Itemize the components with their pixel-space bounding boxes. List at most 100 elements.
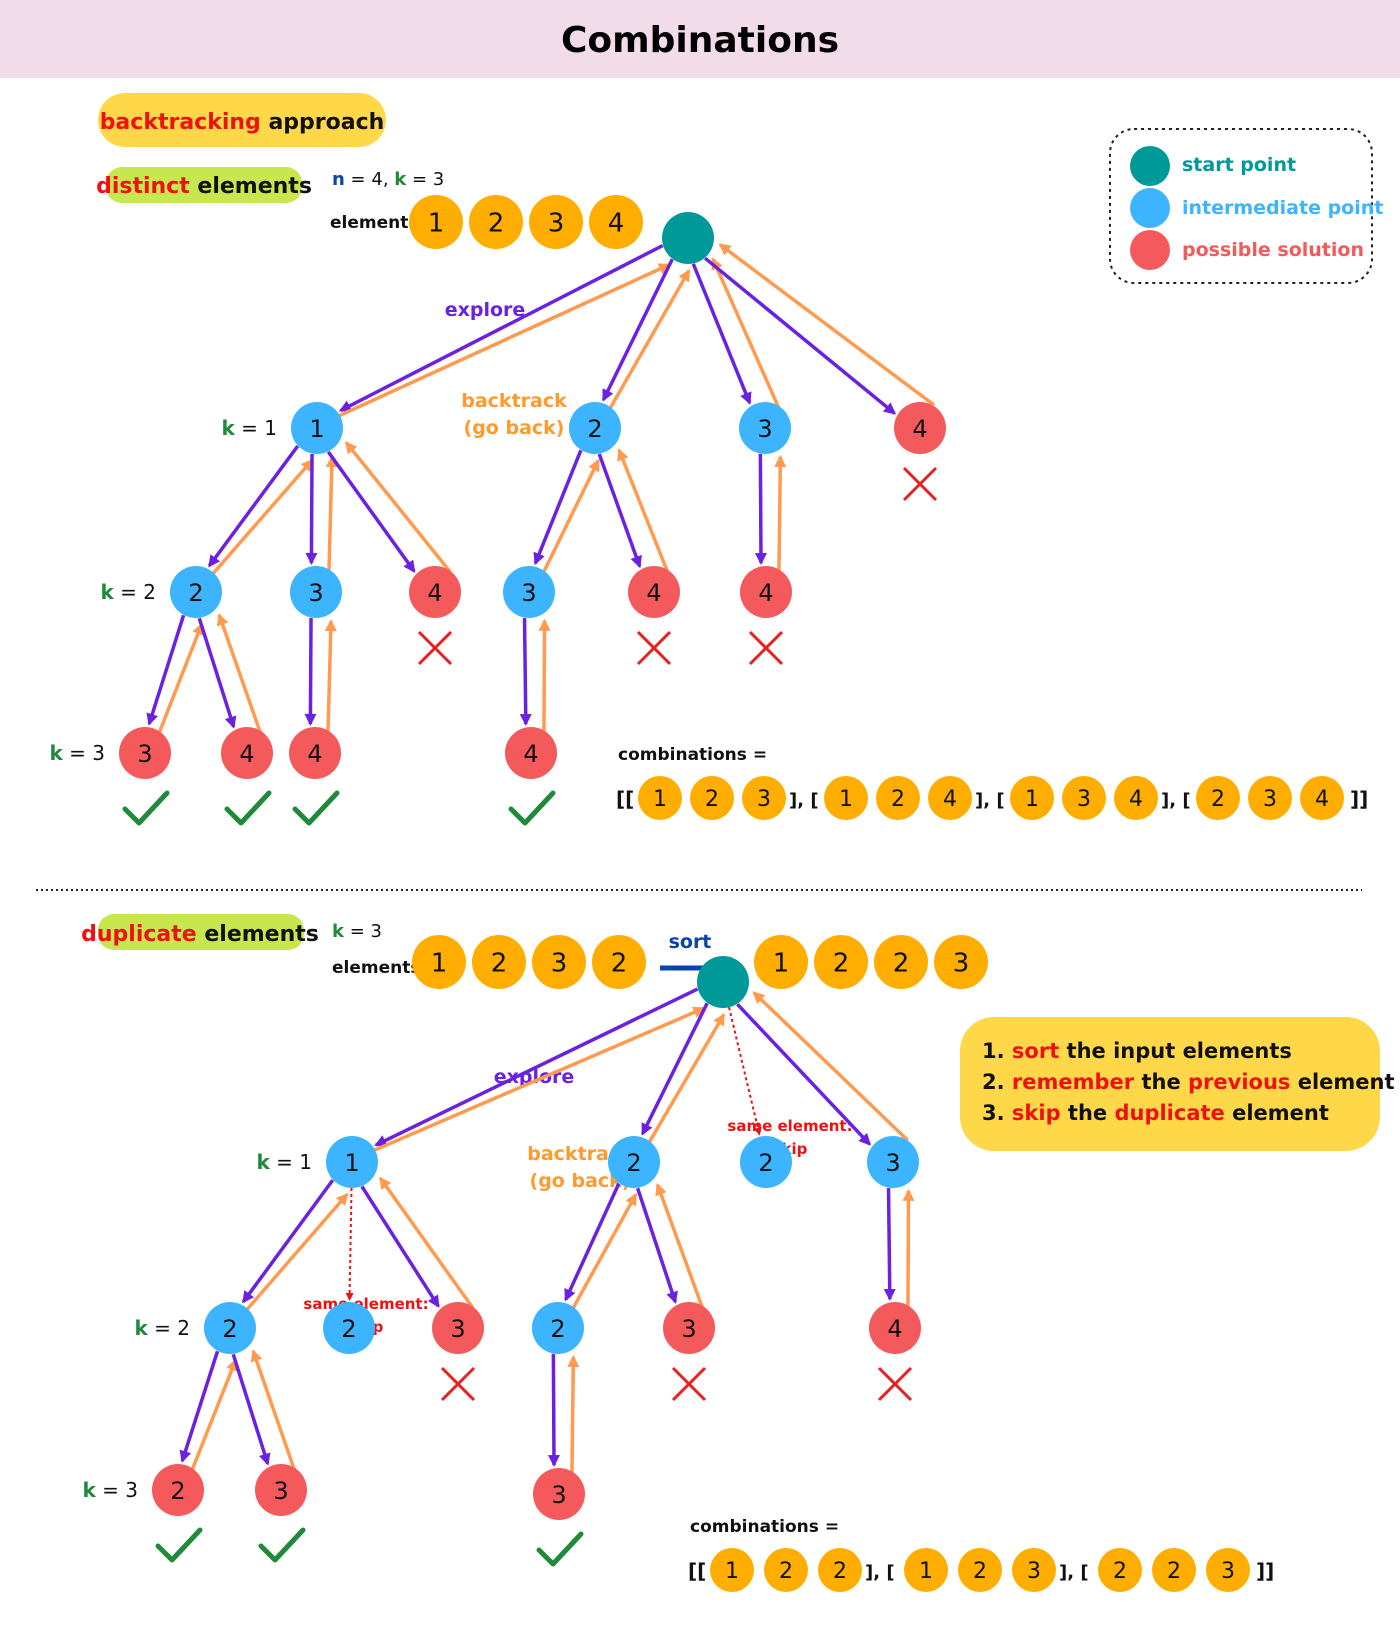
sorted-element-1-label: 1 [773, 948, 790, 978]
distinct-combo-1-1-label: 1 [653, 787, 667, 812]
duplicate-combo-1-2-label: 2 [779, 1559, 793, 1584]
distinct-element-2-label: 2 [488, 208, 505, 238]
duplicate-level-label-k3: k = 3 [82, 1478, 138, 1502]
distinct-explore-edge-n234 [519, 618, 532, 727]
distinct-cross-icon-n4 [902, 466, 938, 502]
distinct-explore-edge-n14 [326, 450, 416, 573]
duplicate-explore-edge-n2 [640, 1002, 709, 1136]
sorted-element-3-circle [874, 935, 928, 989]
duplicate-combo-2-1-label: 1 [919, 1559, 933, 1584]
distinct-backtrack-edge-n4 [718, 243, 936, 407]
distinct-node-n134: 4 [289, 727, 341, 826]
distinct-explore-edge-n34 [754, 454, 767, 566]
duplicate-elements-label: elements [332, 958, 420, 978]
distinct-element-4-circle [589, 195, 643, 249]
approach-title: backtracking approach [100, 110, 385, 135]
duplicate-combo-2-3: 3 [1012, 1548, 1056, 1592]
duplicate-combo-2-2-circle [958, 1548, 1002, 1592]
duplicate-combo-3-1-circle [1098, 1548, 1142, 1592]
duplicate-rest: elements [197, 922, 319, 947]
distinct-check-icon-n234 [508, 790, 556, 826]
distinct-node-n1-label: 1 [309, 415, 324, 443]
approach-pill [98, 93, 386, 147]
distinct-node-n123-label: 3 [137, 740, 152, 768]
duplicate-node-n1: 1 [326, 1136, 378, 1188]
duplicate-element-2-label: 2 [491, 948, 508, 978]
distinct-node-n2: 2 [569, 402, 621, 454]
distinct-combo-2-3-label: 4 [943, 787, 957, 812]
duplicate-combo-1-1-circle [710, 1548, 754, 1592]
duplicate-explore-edge-n223 [547, 1354, 560, 1468]
distinct-level-label-k3: k = 3 [49, 741, 105, 765]
distinct-combo-3-3-circle [1114, 776, 1158, 820]
duplicate-element-2: 2 [472, 935, 526, 989]
legend-intermediate-swatch [1130, 188, 1170, 228]
duplicate-explore-edge-n123 [231, 1353, 271, 1466]
distinct-node-n134-circle [289, 727, 341, 779]
duplicate-skip-edge-n2s [728, 1007, 762, 1136]
distinct-combo-2-1-label: 1 [839, 787, 853, 812]
distinct-element-1-label: 1 [428, 208, 445, 238]
legend-solution-swatch [1130, 230, 1170, 270]
duplicate-node-n1-label: 1 [344, 1149, 359, 1177]
distinct-combo-3-1: 1 [1010, 776, 1054, 820]
distinct-explore-edge-n3 [691, 263, 752, 405]
distinct-elements-label: elements [330, 213, 418, 233]
duplicate-node-n2s-circle [740, 1136, 792, 1188]
distinct-node-n234-label: 4 [523, 740, 538, 768]
distinct-combo-3-1-circle [1010, 776, 1054, 820]
legend-solution-label: possible solution [1182, 239, 1364, 261]
distinct-check-icon-n134 [292, 790, 340, 826]
duplicate-node-n2-circle [608, 1136, 660, 1188]
distinct-backtrack-edge-n12 [200, 458, 314, 588]
distinct-combo-2-1: 1 [824, 776, 868, 820]
distinct-level-labels: k = 1k = 2k = 3 [49, 416, 277, 765]
distinct-cross-icon-n34 [748, 630, 784, 666]
distinct-combo-1-1: 1 [638, 776, 682, 820]
distinct-combo-2-3-circle [928, 776, 972, 820]
distinct-backtrack-edge-n14 [344, 441, 452, 573]
distinct-combo-1-3-label: 3 [757, 787, 771, 812]
sorted-element-4-label: 3 [953, 948, 970, 978]
duplicate-node-n12-circle [204, 1302, 256, 1354]
duplicate-cross-icon-n23 [671, 1366, 707, 1402]
duplicate-node-n34: 4 [869, 1302, 921, 1402]
duplicate-combo-3-2: 2 [1152, 1548, 1196, 1592]
duplicate-node-n223: 3 [533, 1468, 585, 1567]
distinct-combo-4-3: 4 [1300, 776, 1344, 820]
duplicate-node-n22-circle [532, 1302, 584, 1354]
distinct-element-4-label: 4 [608, 208, 625, 238]
sorted-element-2-circle [814, 935, 868, 989]
distinct-combo-4-1-circle [1196, 776, 1240, 820]
distinct-node-n3-circle [739, 402, 791, 454]
distinct-node-n24-label: 4 [646, 579, 661, 607]
duplicate-explore-edge-n12 [241, 1179, 335, 1304]
duplicate-element-4-label: 2 [611, 948, 628, 978]
distinct-node-n24: 4 [628, 566, 680, 666]
distinct-separator-2: ], [ [975, 790, 1005, 811]
distinct-node-n14-circle [409, 566, 461, 618]
duplicate-backtrack-edge-n122 [186, 1358, 238, 1482]
distinct-node-n12: 2 [170, 566, 222, 618]
duplicate-node-r [697, 956, 749, 1008]
duplicate-explore-edge-n22 [564, 1182, 621, 1302]
distinct-keyword: distinct [96, 174, 190, 199]
distinct-cross-icon-n14 [417, 630, 453, 666]
distinct-combo-3-1-label: 1 [1025, 787, 1039, 812]
header-band [0, 0, 1400, 78]
duplicate-close-bracket: ]] [1256, 1559, 1274, 1583]
dup-k-symbol: k [332, 921, 345, 942]
n-value: 4 [371, 169, 382, 190]
duplicate-backtrack-edge-n3 [752, 991, 909, 1142]
duplicate-combo-1-2: 2 [764, 1548, 808, 1592]
distinct-combo-2-3: 4 [928, 776, 972, 820]
distinct-node-r-circle [662, 212, 714, 264]
distinct-node-n34-circle [740, 566, 792, 618]
distinct-combo-3-2-label: 3 [1077, 787, 1091, 812]
duplicate-node-n13-circle [432, 1302, 484, 1354]
duplicate-node-n3-circle [867, 1136, 919, 1188]
distinct-node-n34: 4 [740, 566, 792, 666]
duplicate-node-n2: 2 [608, 1136, 660, 1188]
